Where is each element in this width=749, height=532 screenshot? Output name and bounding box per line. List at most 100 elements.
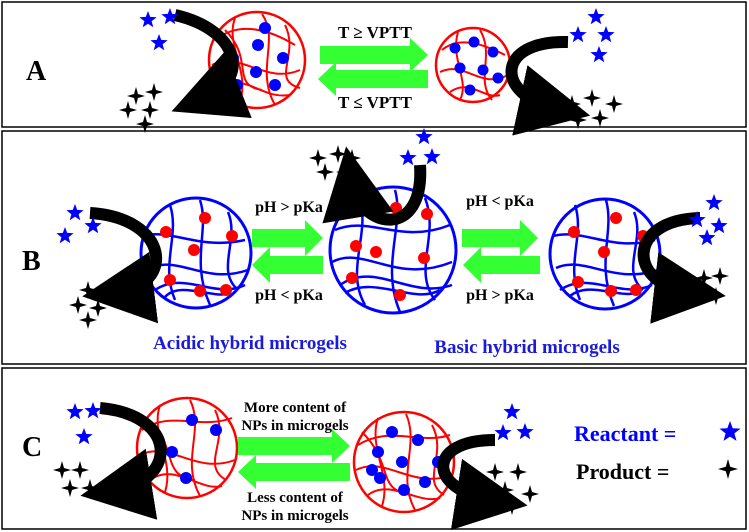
reactant-star-icon	[84, 217, 102, 234]
panel-b-right-forward-arrow	[462, 220, 538, 256]
product-star-icon	[145, 83, 163, 101]
reactant-star-icon	[139, 11, 157, 28]
legend-product-star-icon	[718, 459, 738, 479]
reactant-star-icon	[66, 204, 84, 221]
panel-c-backward-arrow	[238, 455, 350, 489]
panel-a-right-curve-arrow	[505, 35, 591, 136]
product-star-icon	[89, 299, 107, 317]
product-star-icon	[695, 269, 713, 287]
product-star-icon	[71, 461, 89, 479]
panel-b-letter: B	[22, 246, 41, 277]
product-star-icon	[119, 101, 137, 119]
product-star-icon	[61, 479, 79, 497]
product-star-icon	[316, 163, 334, 181]
product-star-icon	[707, 287, 725, 305]
reactant-star-icon	[516, 423, 534, 440]
product-star-icon	[521, 485, 539, 503]
panel-c-left-curve-arrow	[80, 402, 167, 520]
product-star-icon	[53, 461, 71, 479]
product-star-icon	[583, 89, 601, 107]
panel-c-top-line1: More content of	[244, 400, 347, 416]
stars-layer	[53, 8, 741, 515]
panel-b-right-curve-arrow	[637, 212, 726, 324]
panel-b-left-top-condition: pH > pKa	[255, 199, 323, 216]
panel-a-right-microgel	[434, 26, 512, 104]
reactant-star-icon	[161, 8, 179, 25]
panel-b-left-bottom-condition: pH < pKa	[255, 287, 323, 304]
reactant-star-icon	[590, 46, 608, 63]
panel-b-caption-basic: Basic hybrid microgels	[434, 337, 619, 358]
reactant-star-icon	[569, 26, 587, 43]
product-star-icon	[509, 463, 527, 481]
panel-c-top-line2: NPs in microgels	[241, 418, 348, 434]
product-star-icon	[486, 463, 504, 481]
panel-b-left-backward-arrow	[252, 247, 323, 283]
legend-product-label: Product =	[576, 459, 669, 484]
panel-b-right-backward-arrow	[463, 247, 540, 283]
reactant-star-icon	[84, 402, 102, 419]
product-star-icon	[605, 95, 623, 113]
panel-b-left-curve-arrow	[82, 207, 162, 324]
panel-b-frame	[1, 130, 747, 365]
product-star-icon	[336, 163, 354, 181]
panel-c-frame	[1, 367, 747, 530]
panel-a-letter: A	[26, 56, 47, 87]
reactant-star-icon	[698, 229, 716, 246]
reactant-star-icon	[415, 128, 433, 145]
product-star-icon	[79, 281, 97, 299]
panel-a-top-condition: T ≥ VPTT	[338, 23, 413, 42]
legend-reactant-label: Reactant =	[574, 421, 676, 446]
product-star-icon	[136, 115, 154, 133]
reactant-star-icon	[494, 424, 512, 441]
product-star-icon	[79, 311, 97, 329]
product-star-icon	[343, 149, 361, 167]
product-star-icon	[591, 109, 609, 127]
panel-c-forward-arrow	[238, 429, 350, 463]
product-star-icon	[141, 101, 159, 119]
product-star-icon	[81, 479, 99, 497]
product-star-icon	[711, 267, 729, 285]
panel-a-frame	[1, 1, 747, 128]
panel-b-caption-acidic: Acidic hybrid microgels	[153, 333, 347, 354]
panel-a-left-microgel	[207, 10, 307, 110]
reactant-star-icon	[587, 8, 605, 25]
panel-b-right-top-condition: pH < pKa	[466, 193, 534, 210]
panel-c-letter: C	[22, 432, 42, 463]
reactant-star-icon	[705, 194, 723, 211]
reactant-star-icon	[75, 428, 93, 445]
panel-c-bottom-line2: NPs in microgels	[241, 508, 348, 524]
product-star-icon	[309, 149, 327, 167]
product-star-icon	[563, 95, 581, 113]
panel-a-forward-arrow	[320, 38, 428, 72]
product-star-icon	[687, 283, 705, 301]
reactant-star-icon	[597, 26, 615, 43]
reactant-star-icon	[423, 148, 441, 165]
product-star-icon	[496, 481, 514, 499]
product-star-icon	[329, 145, 347, 163]
product-star-icon	[127, 87, 145, 105]
panel-b-left-forward-arrow	[252, 220, 323, 256]
panel-c-right-curve-arrow	[437, 434, 528, 530]
panel-b-left-microgel	[139, 196, 253, 310]
reactant-star-icon	[688, 211, 706, 228]
panel-c-bottom-line1: Less content of	[247, 490, 344, 506]
panel-a-bottom-condition: T ≤ VPTT	[338, 93, 413, 112]
reactant-star-icon	[56, 227, 74, 244]
product-star-icon	[569, 111, 587, 129]
panel-a-backward-arrow	[318, 62, 428, 96]
legend-reactant-star-icon	[719, 421, 741, 441]
panel-a-left-curve-arrow	[171, 9, 252, 119]
reactant-star-icon	[399, 149, 417, 166]
panel-b-right-bottom-condition: pH > pKa	[466, 287, 534, 304]
panel-c-left-microgel	[135, 396, 239, 500]
reactant-star-icon	[710, 217, 728, 234]
panel-b-center-curve-arrow	[322, 146, 427, 226]
reactant-star-icon	[66, 403, 84, 420]
panel-b-center-microgel	[328, 185, 458, 315]
product-star-icon	[69, 296, 87, 314]
panel-c-right-microgel	[352, 410, 456, 514]
reactant-star-icon	[150, 34, 168, 51]
reactant-star-icon	[503, 403, 521, 420]
product-star-icon	[503, 497, 521, 515]
